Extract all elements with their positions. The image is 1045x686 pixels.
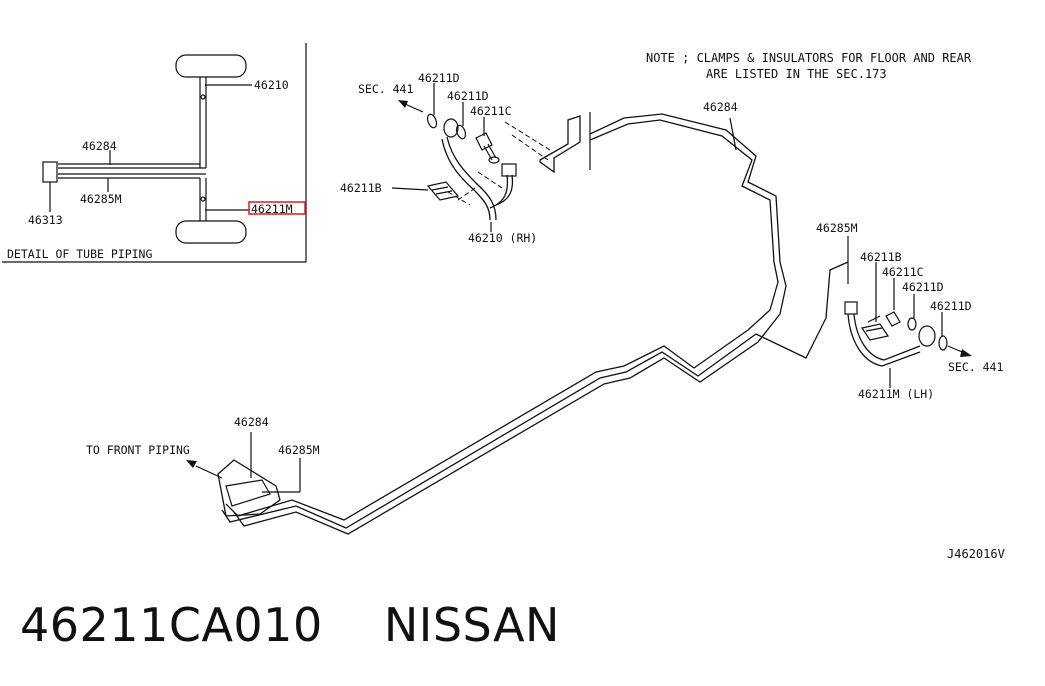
part-number: 46211CA010 (20, 598, 323, 652)
lh-label-sec441: SEC. 441 (948, 360, 1003, 374)
bolt-46211C-lh (867, 311, 901, 327)
arrow-sec441-lh (960, 349, 972, 357)
detail-label-46210: 46210 (254, 78, 289, 92)
lh-hose-assembly: 46285M 46211B 46211C 46211D 46211D SEC. … (816, 221, 1003, 401)
note-line-2: ARE LISTED IN THE SEC.173 (706, 67, 887, 81)
detail-node-bottom (200, 196, 206, 202)
lh-label-46211B: 46211B (860, 250, 902, 264)
clip-46211B-rh (426, 181, 460, 201)
front-bracket (217, 459, 281, 517)
detail-label-46285M: 46285M (80, 192, 122, 206)
lh-label-46211D-a: 46211D (902, 280, 944, 294)
main-label-46284-top: 46284 (703, 100, 738, 114)
main-label-46284-front: 46284 (234, 415, 269, 429)
hose-46211M-lh (847, 313, 921, 367)
washer-46211D-a (426, 113, 438, 129)
detail-inset: 46210 46284 46285M 46313 46211M DETAIL O… (2, 43, 307, 263)
rh-label-sec441: SEC. 441 (358, 82, 413, 96)
rh-bracket (539, 115, 581, 174)
highlight-46211M (248, 201, 306, 215)
lh-label-46211C: 46211C (882, 265, 924, 279)
rh-label-46211D-a: 46211D (418, 71, 460, 85)
rh-label-46211D-b: 46211D (447, 89, 489, 103)
lh-label-46211D-b: 46211D (930, 299, 972, 313)
detail-label-46313: 46313 (28, 213, 63, 227)
detail-label-46284: 46284 (82, 139, 117, 153)
detail-pipe-upper (199, 77, 207, 168)
lh-label-46285M: 46285M (816, 221, 858, 235)
main-brake-tube: 46284 46284 46285M TO FRONT PIPING (86, 100, 849, 535)
detail-node-top (200, 94, 206, 100)
lh-hose-end-fitting (844, 301, 858, 315)
detail-connector (42, 161, 58, 183)
diagram-code: J462016V (947, 547, 1005, 561)
main-tube-inner (225, 119, 779, 521)
banjo-fitting-lh (918, 325, 936, 347)
detail-title: DETAIL OF TUBE PIPING (7, 247, 152, 261)
banjo-fitting-rh (443, 118, 459, 138)
rh-label-46211C: 46211C (470, 104, 512, 118)
rh-label-46211B: 46211B (340, 181, 382, 195)
detail-tube-46284 (58, 163, 206, 169)
rh-hose-end-fitting (501, 163, 517, 177)
hose-46210-rh (446, 136, 497, 221)
lh-label-46211M: 46211M (LH) (858, 387, 934, 401)
arrow-front-piping (186, 460, 197, 468)
note-line-1: NOTE ; CLAMPS & INSULATORS FOR FLOOR AND… (646, 51, 972, 65)
rh-hose-assembly: SEC. 441 46211D 46211D 46211C 46211B 462… (340, 71, 591, 245)
detail-label-46211M: 46211M (251, 202, 293, 216)
detail-pipe-lower (199, 178, 207, 221)
washer-46211D-lh-a (907, 317, 917, 331)
main-tube-return (233, 113, 787, 535)
washer-46211D-lh-b (938, 335, 948, 351)
detail-tube-46285M (58, 173, 206, 179)
rear-wheel-top (175, 54, 247, 78)
clip-46211B-lh (861, 323, 889, 341)
part-caption: 46211CA010 NISSAN (20, 598, 560, 652)
rear-wheel-bottom (175, 220, 247, 244)
main-label-46285M-front: 46285M (278, 443, 320, 457)
main-tube-outer (221, 261, 849, 529)
main-label-front-piping: TO FRONT PIPING (86, 443, 190, 457)
rh-label-46210: 46210 (RH) (468, 231, 537, 245)
arrow-sec441-rh (398, 100, 408, 108)
bolt-46211C-rh (475, 132, 497, 161)
brand-name: NISSAN (383, 598, 560, 652)
